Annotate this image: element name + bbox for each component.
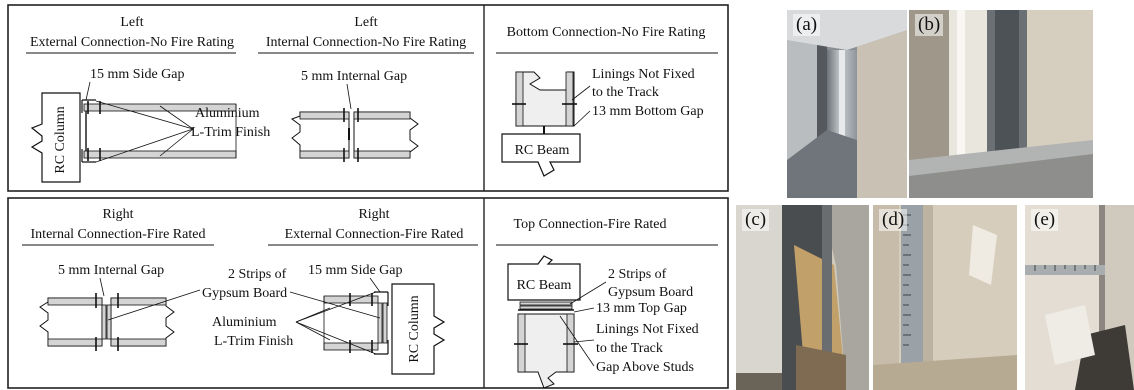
top-title: Top Connection-Fire Rated xyxy=(514,217,667,232)
top-studs-gap: Gap Above Studs xyxy=(596,360,694,375)
top-linings-1: Linings Not Fixed xyxy=(596,322,699,337)
right-external-side-gap: 15 mm Side Gap xyxy=(308,263,403,278)
bottom-beam-label: RC Beam xyxy=(515,143,570,158)
top-strips-2: Gypsum Board xyxy=(608,285,693,300)
photo-b-label: (b) xyxy=(915,14,944,36)
bottom-wall xyxy=(515,71,575,127)
connection-details-drawing: Left External Connection-No Fire Rating … xyxy=(7,4,729,389)
bottom-linings-2: to the Track xyxy=(592,85,659,100)
top-beam-label: RC Beam xyxy=(517,278,572,293)
left-external-side-gap: 15 mm Side Gap xyxy=(90,67,185,82)
top-wall xyxy=(517,313,575,389)
bottom-title: Bottom Connection-No Fire Rating xyxy=(507,25,706,40)
right-internal-trim-1: Aluminium xyxy=(212,315,277,330)
board-bottom xyxy=(83,150,237,159)
right-internal-strips-1: 2 Strips of xyxy=(228,267,287,282)
left-internal-panel: Left Internal Connection-No Fire Rating … xyxy=(258,15,474,162)
photo-d-label: (d) xyxy=(879,209,908,231)
left-external-title-1: Left xyxy=(120,15,143,30)
right-external-title-2: External Connection-Fire Rated xyxy=(285,227,464,242)
top-connection-panel: Top Connection-Fire Rated RC Beam 2 Stri… xyxy=(496,217,718,389)
left-internal-title-2: Internal Connection-No Fire Rating xyxy=(266,35,466,50)
photo-c-image xyxy=(736,205,869,390)
l-trim-top xyxy=(81,99,96,113)
photo-d-image xyxy=(873,205,1017,390)
top-strips-1: 2 Strips of xyxy=(608,267,667,282)
left-external-trim-1: Aluminium xyxy=(195,106,260,121)
rc-column-shape xyxy=(30,92,81,183)
photo-b-image xyxy=(909,10,1093,198)
photo-a-image xyxy=(787,10,907,198)
right-internal-title-1: Right xyxy=(102,207,133,222)
right-internal-trim-2: L-Trim Finish xyxy=(214,334,293,349)
right-internal-gap: 5 mm Internal Gap xyxy=(58,263,164,278)
photo-c-label: (c) xyxy=(742,209,770,231)
gypsum-strip-1 xyxy=(101,304,107,340)
photo-b: (b) xyxy=(909,10,1093,198)
right-external-panel: Right External Connection-Fire Rated 15 … xyxy=(268,207,478,375)
left-internal-gap: 5 mm Internal Gap xyxy=(301,69,407,84)
top-rc-beam xyxy=(507,255,581,301)
bottom-gap-label: 13 mm Bottom Gap xyxy=(592,104,704,119)
left-external-trim-2: L-Trim Finish xyxy=(191,125,270,140)
wall-left-boards xyxy=(290,111,350,159)
left-external-panel: Left External Connection-No Fire Rating … xyxy=(26,15,270,183)
left-internal-title-1: Left xyxy=(354,15,377,30)
l-trim-bottom xyxy=(81,149,96,163)
gypsum-strip-2 xyxy=(106,304,112,340)
shared-callouts: 2 Strips of Gypsum Board Aluminium L-Tri… xyxy=(107,267,381,355)
top-linings-2: to the Track xyxy=(596,341,663,356)
photo-a-label: (a) xyxy=(793,14,821,36)
left-external-title-2: External Connection-No Fire Rating xyxy=(30,35,234,50)
right-rc-column xyxy=(391,283,446,375)
right-internal-title-2: Internal Connection-Fire Rated xyxy=(31,227,206,242)
right-external-column-label: RC Column xyxy=(407,295,422,362)
bottom-frame xyxy=(7,197,729,389)
photo-e: (e) xyxy=(1025,205,1134,390)
photo-d: (d) xyxy=(873,205,1017,390)
bottom-linings-1: Linings Not Fixed xyxy=(592,67,695,82)
bottom-rc-beam xyxy=(501,133,581,177)
right-internal-panel: Right Internal Connection-Fire Rated 5 m… xyxy=(22,207,214,351)
top-frame xyxy=(7,4,729,192)
photo-e-label: (e) xyxy=(1031,209,1059,231)
right-external-title-1: Right xyxy=(358,207,389,222)
photo-e-image xyxy=(1025,205,1134,390)
photo-c: (c) xyxy=(736,205,869,390)
left-external-column-label: RC Column xyxy=(53,106,68,173)
bottom-connection-panel: Bottom Connection-No Fire Rating RC Beam… xyxy=(496,25,718,177)
right-internal-strips-2: Gypsum Board xyxy=(202,286,287,301)
photo-a: (a) xyxy=(787,10,907,198)
top-gap-label: 13 mm Top Gap xyxy=(596,301,687,316)
